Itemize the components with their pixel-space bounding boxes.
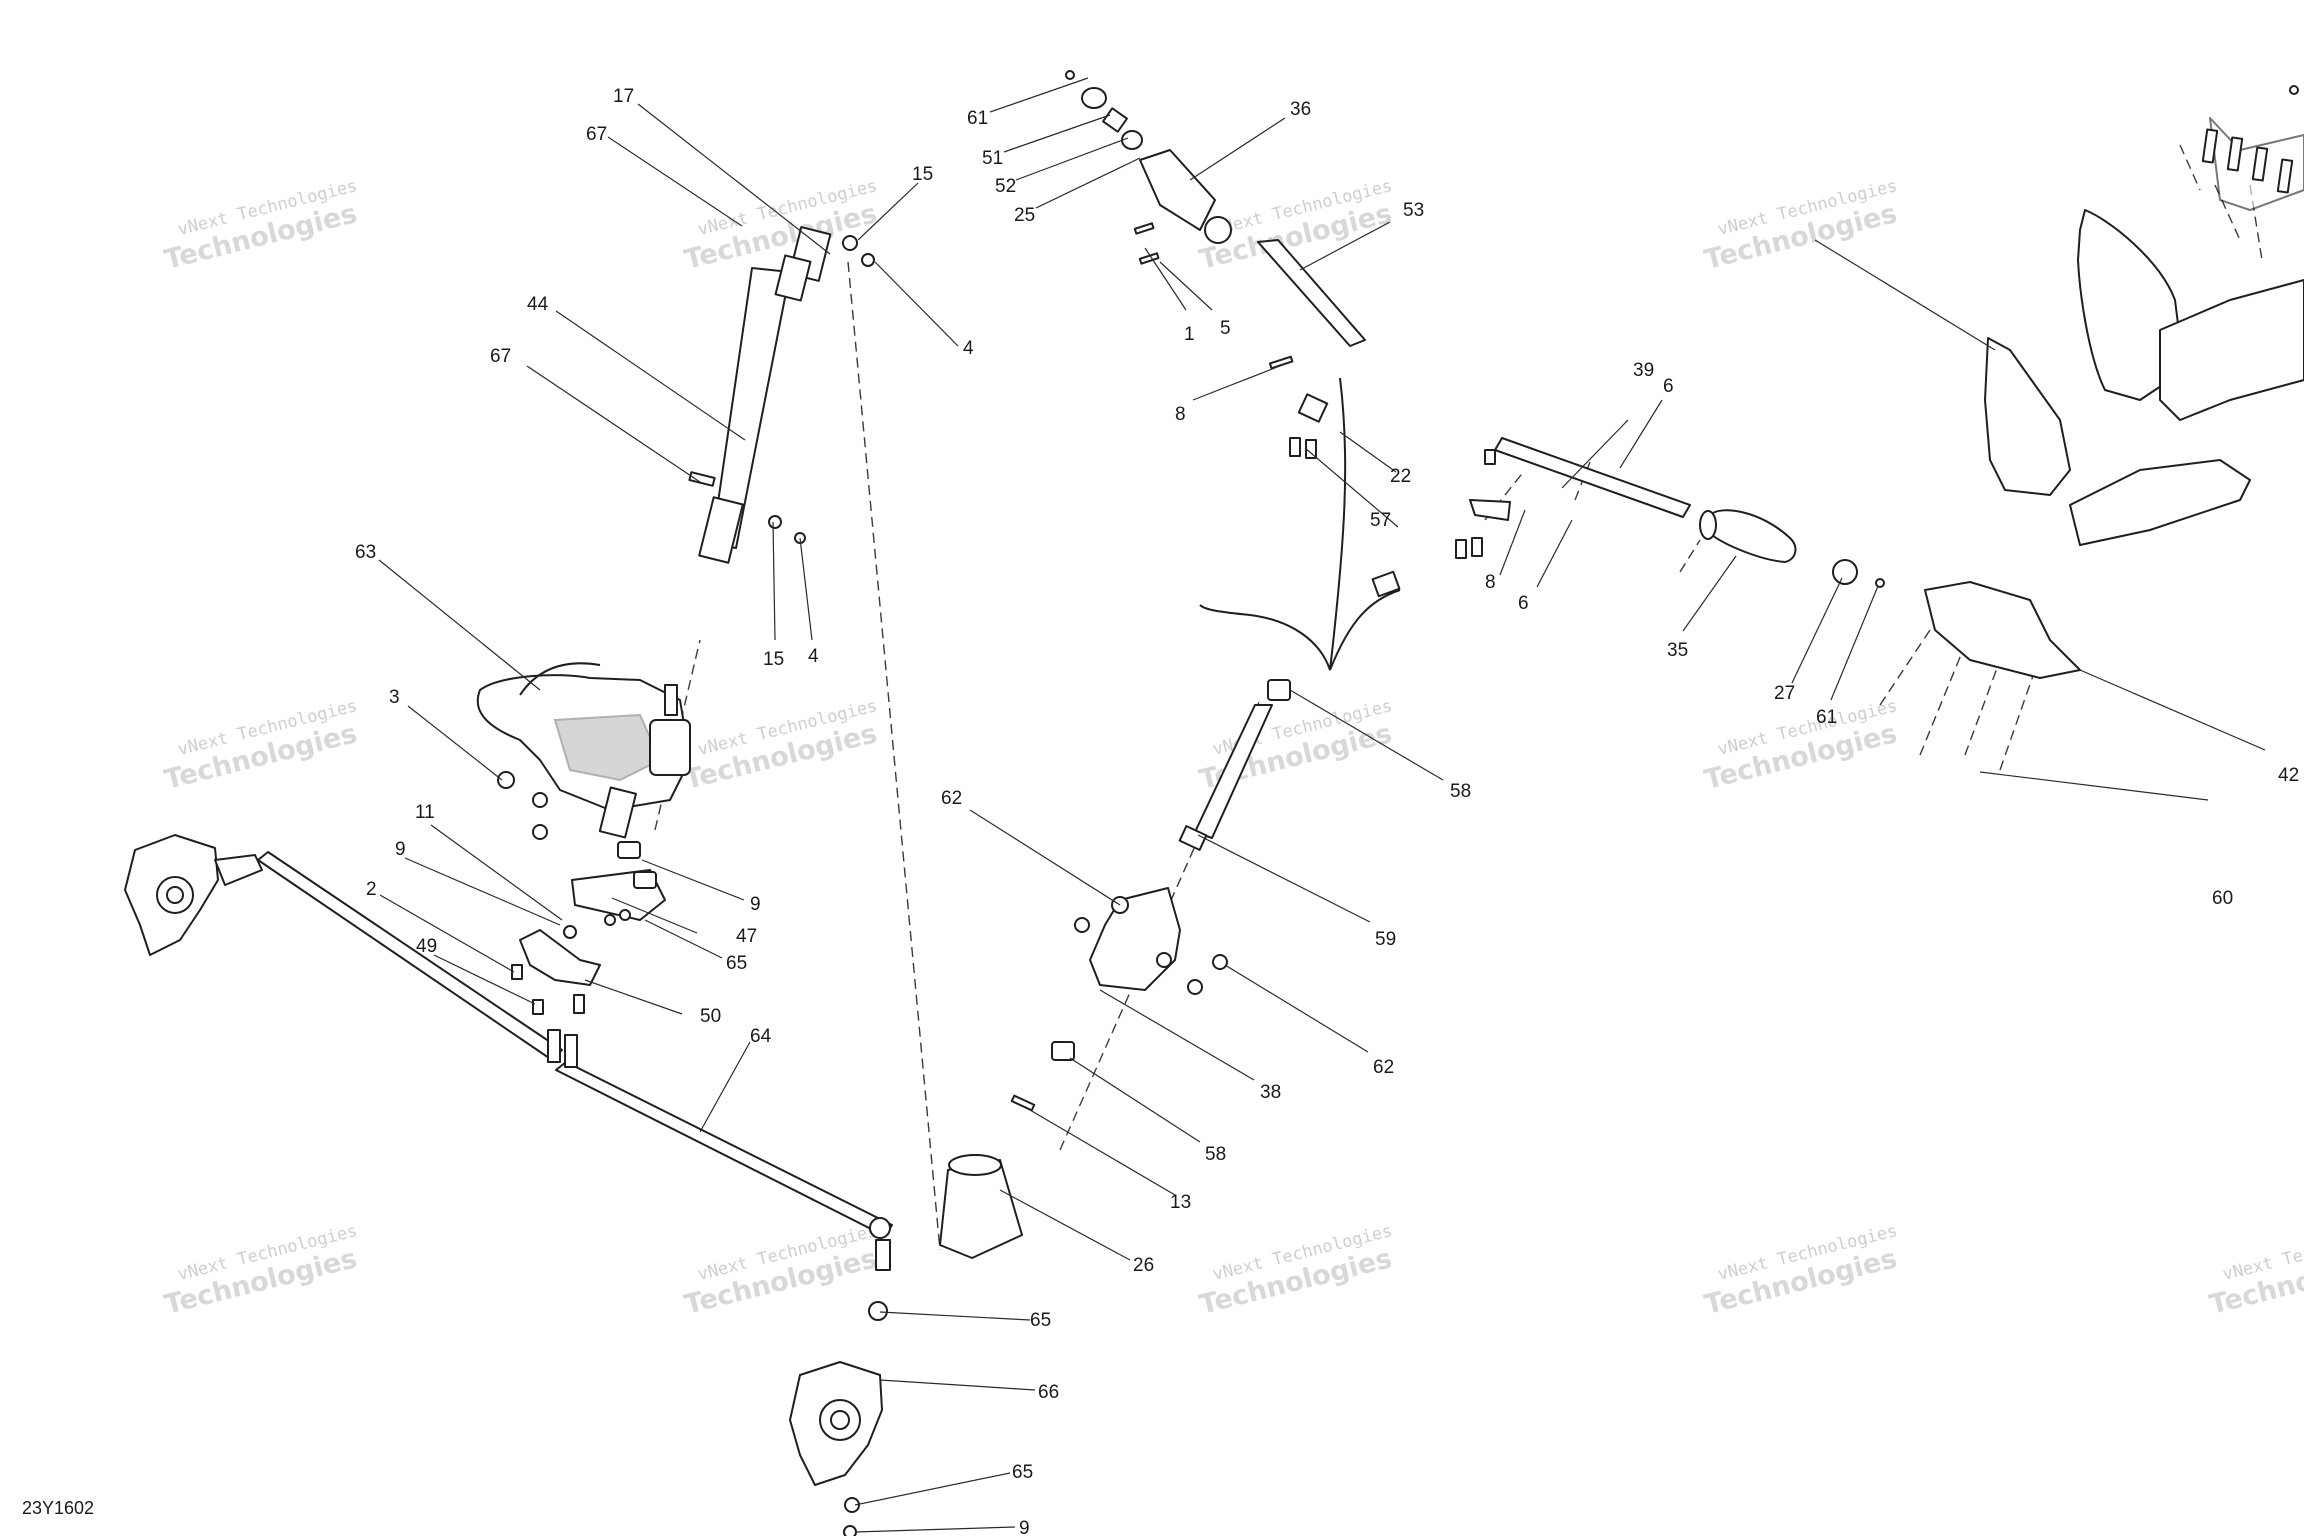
callout-label: 67 [586, 124, 607, 145]
callout-label: 4 [808, 646, 819, 667]
callout-label: 8 [1485, 572, 1496, 593]
callout-label: 61 [1816, 707, 1837, 728]
steering-riser [939, 679, 1291, 1259]
callout-label: 26 [1133, 1255, 1154, 1276]
callout-label: 15 [763, 649, 784, 670]
grip-right [1699, 509, 1885, 588]
grip-assembly-top [1065, 70, 1366, 370]
callout-label: 2 [366, 879, 377, 900]
callout-label: 58 [1205, 1144, 1226, 1165]
callout-label: 3 [389, 687, 400, 708]
steering-column-shaft [688, 226, 875, 564]
callout-label: 65 [1012, 1462, 1033, 1483]
callout-label: 8 [1175, 404, 1186, 425]
callout-label: 65 [726, 953, 747, 974]
callout-label: 65 [1030, 1310, 1051, 1331]
callout-label: 9 [750, 894, 761, 915]
callout-label: 52 [995, 176, 1016, 197]
callout-labels: 17 67 15 44 4 67 63 15 4 3 11 9 9 47 2 4… [355, 86, 2299, 1536]
callout-label: 11 [415, 802, 435, 823]
callout-label: 27 [1774, 683, 1795, 704]
callout-label: 1 [1184, 324, 1195, 345]
callout-label: 6 [1663, 376, 1674, 397]
callout-label: 61 [967, 108, 988, 129]
callout-label: 44 [527, 294, 549, 315]
callout-label: 57 [1370, 510, 1391, 531]
drawing-code: 23Y1602 [22, 1498, 95, 1518]
callout-label: 64 [750, 1026, 772, 1047]
callout-label: 9 [1019, 1518, 1030, 1536]
callout-label: 15 [912, 164, 933, 185]
callout-label: 4 [963, 338, 974, 359]
callout-label: 60 [2212, 888, 2233, 909]
callout-label: 59 [1375, 929, 1396, 950]
callout-label: 35 [1667, 640, 1688, 661]
callout-label: 36 [1290, 99, 1311, 120]
handlebar [1484, 437, 1691, 518]
callout-label: 9 [395, 839, 406, 860]
callout-label: 39 [1633, 360, 1654, 381]
throttle-wire [1199, 377, 1511, 671]
watermark-group: Technologies vNext Technologies Technolo… [161, 176, 2304, 1321]
callout-label: 49 [416, 936, 437, 957]
callout-label: 13 [1170, 1192, 1191, 1213]
callout-label: 47 [736, 926, 757, 947]
handlebar-cover [1924, 85, 2304, 679]
callout-label: 58 [1450, 781, 1471, 802]
callout-label: 62 [941, 788, 962, 809]
callout-label: 17 [613, 86, 634, 107]
callout-label: 6 [1518, 593, 1529, 614]
callout-label: 22 [1390, 466, 1411, 487]
steering-bracket [511, 929, 601, 1015]
tie-rod [257, 851, 893, 1271]
steering-arm [563, 841, 666, 939]
spindle-bottom [789, 1301, 888, 1536]
callout-label: 25 [1014, 205, 1035, 226]
leader-lines [378, 77, 2266, 1533]
callout-label: 66 [1038, 1382, 1059, 1403]
callout-label: 50 [700, 1006, 721, 1027]
callout-label: 38 [1260, 1082, 1281, 1103]
callout-label: 67 [490, 346, 511, 367]
callout-label: 5 [1220, 318, 1231, 339]
spindle-left [124, 834, 263, 956]
power-steering-unit [476, 662, 691, 840]
callout-label: 62 [1373, 1057, 1394, 1078]
callout-label: 63 [355, 542, 376, 563]
callout-label: 51 [982, 148, 1003, 169]
centerlines [654, 144, 2263, 1251]
callout-label: 53 [1403, 200, 1424, 221]
callout-label: 42 [2278, 765, 2299, 786]
